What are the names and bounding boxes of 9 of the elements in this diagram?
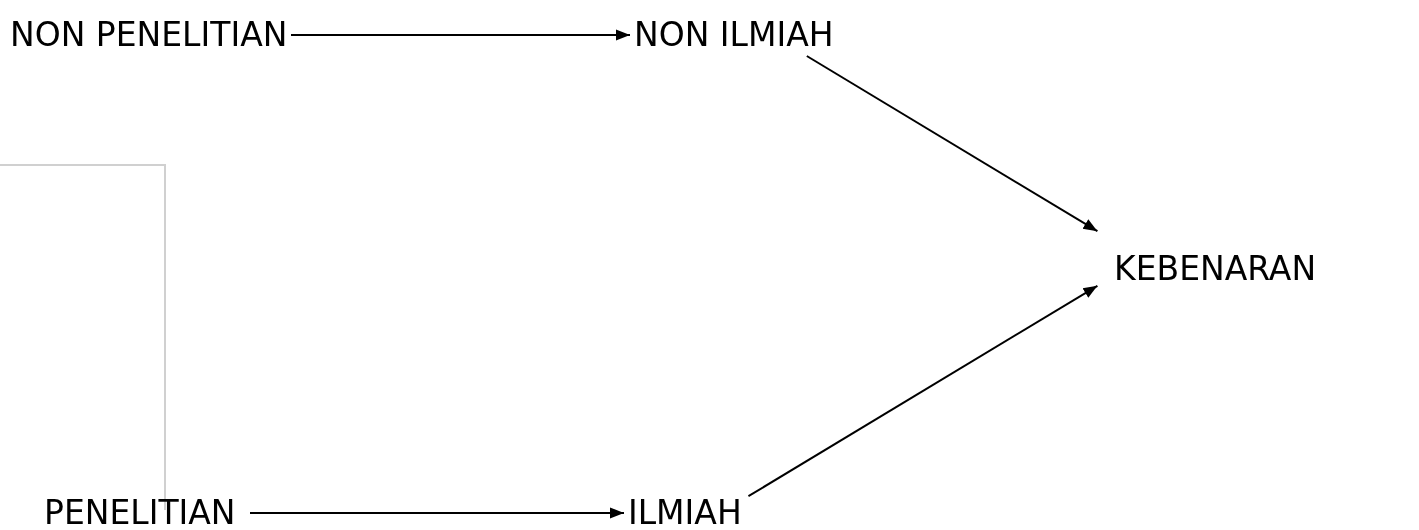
arrow — [290, 29, 631, 41]
node-label: PENELITIAN — [44, 493, 236, 530]
node-label: KEBENARAN — [1114, 249, 1317, 288]
node-label: NON ILMIAH — [634, 15, 834, 54]
arrow — [747, 284, 1099, 498]
arrow — [805, 55, 1099, 233]
node-label: NON PENELITIAN — [10, 15, 288, 54]
arrow — [249, 507, 625, 519]
node-label: ILMIAH — [628, 493, 742, 530]
